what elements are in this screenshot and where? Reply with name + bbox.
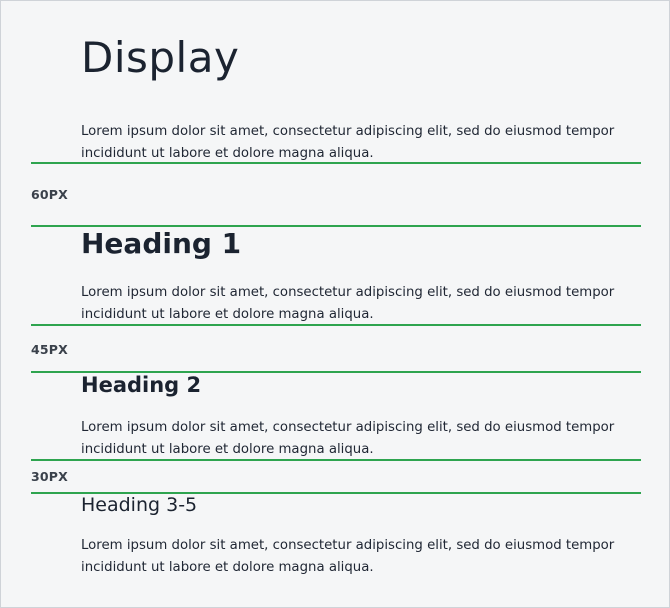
spacing-label-60: 60PX	[31, 187, 68, 202]
paragraph-heading-1: Lorem ipsum dolor sit amet, consectetur …	[81, 285, 615, 322]
paragraph-heading-2: Lorem ipsum dolor sit amet, consectetur …	[81, 420, 615, 457]
spacing-guide-top-45	[31, 324, 641, 326]
spacing-guide-top-60	[31, 162, 641, 164]
spacing-label-45: 45PX	[31, 342, 68, 357]
spacing-guide-top-30	[31, 459, 641, 461]
paragraph-display: Lorem ipsum dolor sit amet, consectetur …	[81, 124, 615, 161]
heading-1: Heading 1	[81, 227, 242, 260]
heading-display: Display	[81, 33, 240, 82]
heading-3-5: Heading 3-5	[81, 494, 198, 516]
spacing-guide-bottom-60	[31, 225, 641, 227]
paragraph-heading-3-5: Lorem ipsum dolor sit amet, consectetur …	[81, 538, 615, 575]
spacing-guide-bottom-30	[31, 492, 641, 494]
heading-2: Heading 2	[81, 373, 202, 397]
spacing-guide-bottom-45	[31, 371, 641, 373]
spacing-label-30: 30PX	[31, 469, 68, 484]
